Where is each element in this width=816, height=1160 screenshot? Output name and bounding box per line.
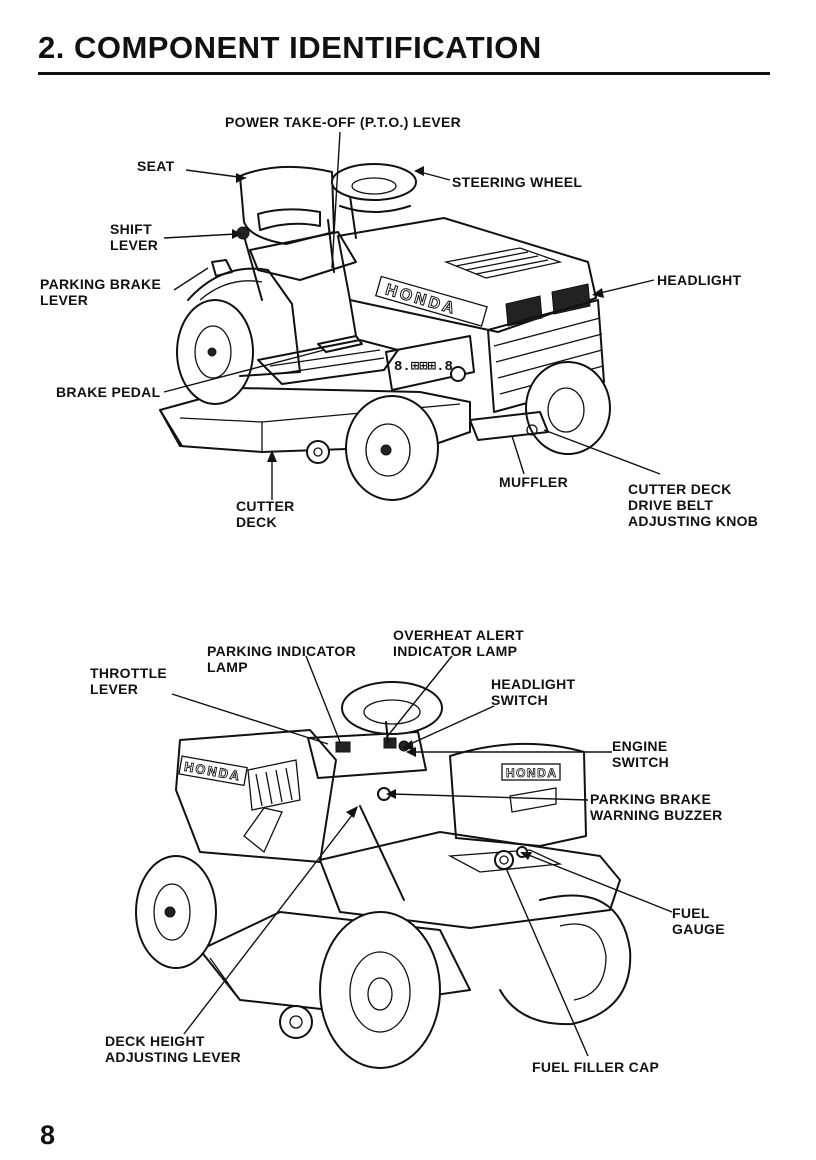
rear-seat-badge: HONDA — [501, 763, 561, 781]
rear-deck-gauge-wheel — [279, 1005, 313, 1039]
label-parking-brake-lever: PARKING BRAKE LEVER — [40, 276, 162, 308]
front-brake-pedal — [317, 335, 363, 353]
front-dash-panel — [385, 335, 475, 391]
svg-text:HONDA: HONDA — [506, 766, 558, 780]
front-seat-back — [239, 165, 335, 245]
rear-hood — [175, 729, 337, 863]
label-shift-lever: SHIFT LEVER — [110, 221, 159, 253]
svg-text:8.⊞⊞⊞.8: 8.⊞⊞⊞.8 — [394, 359, 453, 375]
rear-steering-wheel — [341, 681, 443, 735]
front-seat-cushion — [249, 231, 357, 281]
leader-pto — [331, 131, 341, 269]
front-headlight-right — [551, 283, 591, 315]
rear-front-wheel — [135, 855, 217, 969]
label-muffler: MUFFLER — [499, 474, 568, 490]
rear-rear-wheel-left — [319, 911, 441, 1069]
label-fuel-gauge: FUEL GAUGE — [672, 905, 725, 937]
rear-indicator-lamps — [335, 741, 351, 753]
rear-fuel-filler-cap — [494, 850, 514, 870]
label-fuel-filler-cap: FUEL FILLER CAP — [532, 1059, 660, 1075]
label-pto-lever: POWER TAKE-OFF (P.T.O.) LEVER — [225, 114, 462, 130]
front-grille — [487, 299, 605, 413]
front-rear-fender — [187, 267, 301, 377]
page-number: 8 — [40, 1120, 56, 1150]
front-pto-lever — [327, 219, 335, 273]
front-deck-body — [159, 387, 471, 453]
label-brake-pedal: BRAKE PEDAL — [56, 384, 161, 400]
front-deck-gauge-wheel — [306, 440, 330, 464]
rear-rear-wheel-right — [499, 894, 632, 1026]
label-seat: SEAT — [137, 158, 175, 174]
label-throttle-lever: THROTTLE LEVER — [90, 665, 168, 697]
front-steering-wheel — [331, 163, 417, 201]
front-front-wheel — [345, 395, 439, 501]
label-steering-wheel: STEERING WHEEL — [452, 174, 583, 190]
rear-hood-badge: HONDA — [178, 755, 248, 787]
label-headlight: HEADLIGHT — [657, 272, 742, 288]
front-parking-brake-handle — [211, 259, 233, 277]
label-cutter-deck-belt-knob: CUTTER DECK DRIVE BELT ADJUSTING KNOB — [628, 481, 759, 529]
page-title: 2. COMPONENT IDENTIFICATION — [38, 30, 542, 65]
label-overheat-alert-lamp: OVERHEAT ALERT INDICATOR LAMP — [393, 627, 524, 659]
title-rule — [38, 72, 770, 75]
label-headlight-switch: HEADLIGHT SWITCH — [491, 676, 576, 708]
rear-deck-height-lever — [359, 805, 405, 901]
tractor-front-view-illustration: HONDA 8.⊞⊞⊞.8 — [159, 131, 661, 501]
label-parking-brake-buzzer: PARKING BRAKE WARNING BUZZER — [590, 791, 723, 823]
label-parking-indicator-lamp: PARKING INDICATOR LAMP — [207, 643, 356, 675]
rear-seat-back — [449, 742, 587, 847]
front-shift-lever — [243, 235, 263, 301]
label-deck-height-lever: DECK HEIGHT ADJUSTING LEVER — [105, 1033, 241, 1065]
rear-dash-console — [307, 731, 427, 779]
label-cutter-deck: CUTTER DECK — [236, 498, 295, 530]
label-engine-switch: ENGINE SWITCH — [612, 738, 670, 770]
front-footrest — [257, 339, 399, 385]
